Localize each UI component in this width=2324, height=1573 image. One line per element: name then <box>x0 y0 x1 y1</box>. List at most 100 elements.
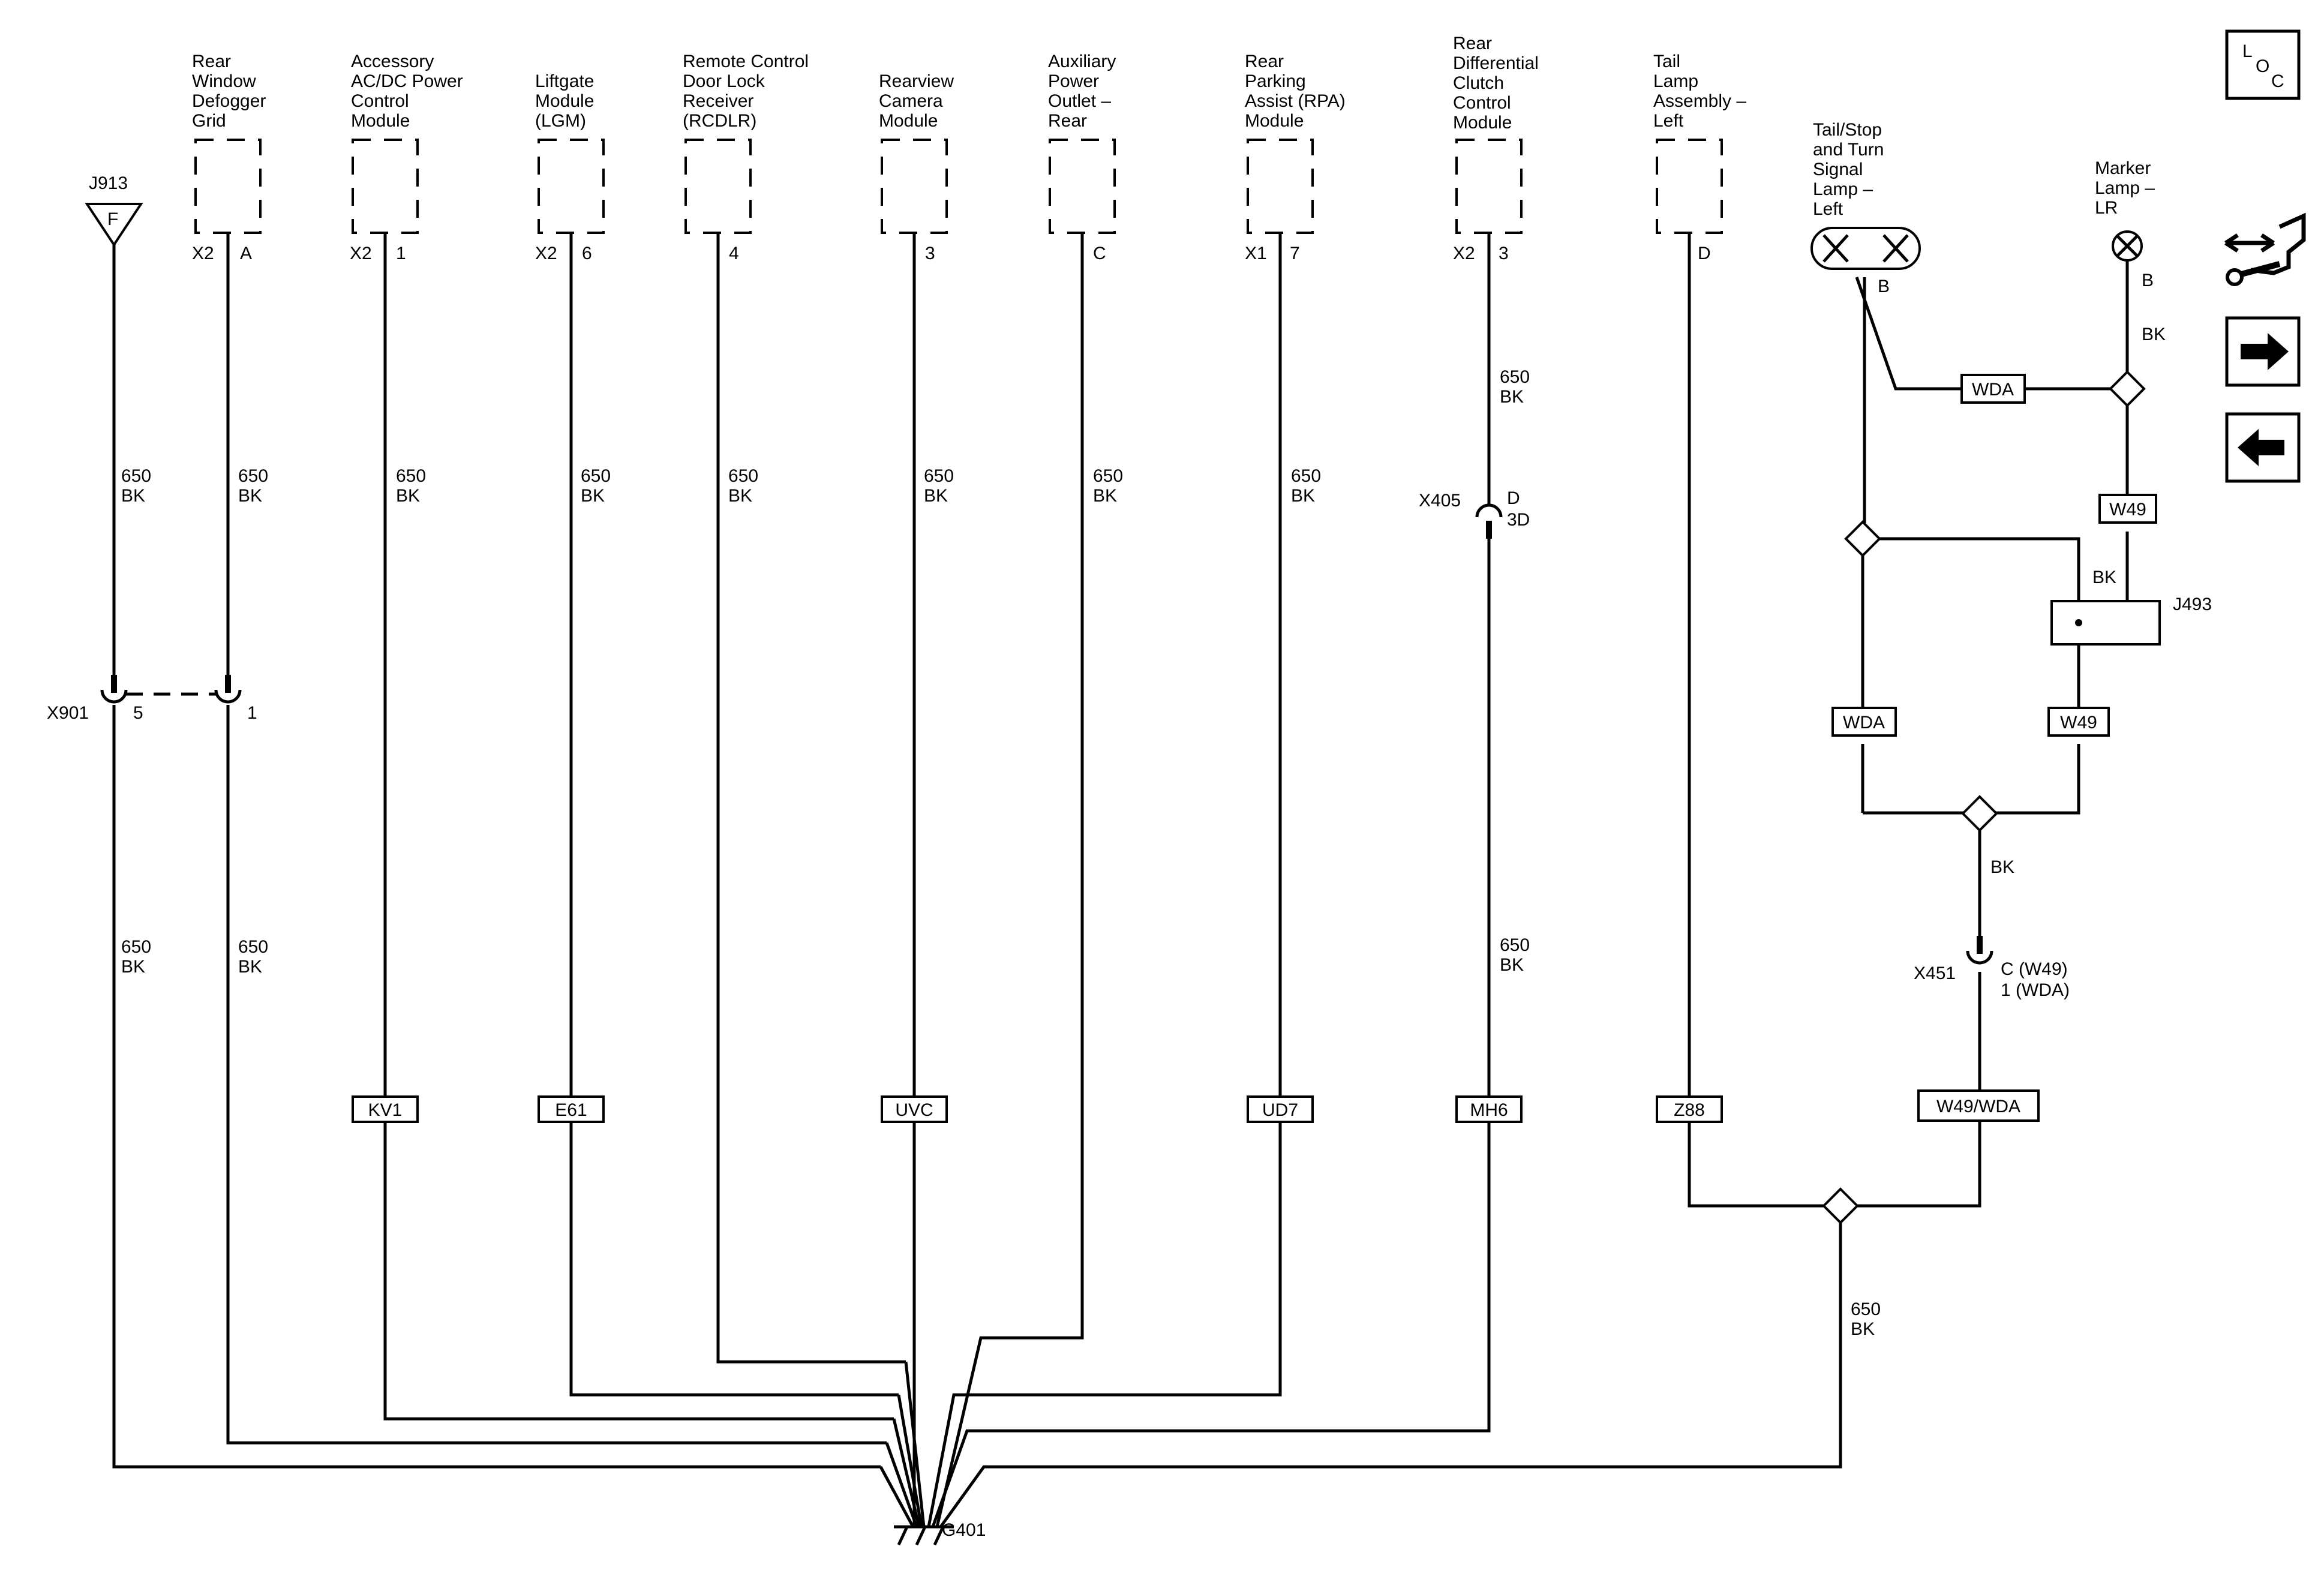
pin-label: 3D <box>1507 510 1530 530</box>
loc-letter: O <box>2256 56 2269 76</box>
component-label-line: Lamp <box>1653 71 1698 91</box>
wires <box>112 233 2129 1528</box>
wire <box>1688 1122 1824 1208</box>
wire-color-label: BK <box>581 486 605 506</box>
pin-label: 1 (WDA) <box>2001 980 2070 1000</box>
arrow-right-icon <box>2241 333 2289 370</box>
component-liftgate-module[interactable]: Liftgate Module (LGM) X2 6 <box>535 71 605 263</box>
component-label-line: Accessory <box>351 52 434 71</box>
component-label-line: Rearview <box>879 71 954 91</box>
component-tail-lamp-assembly[interactable]: Tail Lamp Assembly – Left D <box>1653 52 1746 263</box>
pin-label: 4 <box>729 244 739 263</box>
pin-label: A <box>240 244 252 263</box>
lamp-label-line: Marker <box>2095 158 2151 178</box>
lamp-label-line: Lamp – <box>1813 179 1873 199</box>
wire-circuit-label: 650 <box>581 466 611 486</box>
wire <box>885 1442 918 1527</box>
lamp-label-line: LR <box>2095 198 2118 218</box>
wire-circuit-label: 650 <box>924 466 954 486</box>
lamp-label-line: Left <box>1813 199 1843 219</box>
wire <box>716 233 906 1364</box>
component-label-line: Module <box>1453 113 1512 133</box>
connector-swap-icon[interactable] <box>2224 212 2306 286</box>
wire-color-label: BK <box>1500 955 1524 975</box>
option-box <box>1917 1089 2040 1122</box>
component-rearview-camera[interactable]: Rearview Camera Module 3 <box>879 71 954 263</box>
component-accessory-power-module[interactable]: Accessory AC/DC Power Control Module X2 … <box>350 52 463 263</box>
wire-circuit-label: 650 <box>396 466 426 486</box>
wire-circuit-label: 650 <box>1500 935 1530 955</box>
wire-color-label: BK <box>728 486 752 506</box>
next-page-button[interactable] <box>2225 316 2301 387</box>
lamp-tail-stop-turn-left[interactable]: Tail/Stop and Turn Signal Lamp – Left B <box>1810 120 1921 296</box>
wire-color-label: BK <box>924 486 948 506</box>
component-label-line: Module <box>535 91 594 111</box>
wire-color-label: BK <box>238 486 262 506</box>
component-label-line: Control <box>351 91 409 111</box>
option-box <box>538 1095 605 1123</box>
component-rear-window-defogger[interactable]: Rear Window Defogger Grid X2 A <box>192 52 266 263</box>
connector-x901[interactable]: X901 5 1 <box>47 675 257 723</box>
splice-dot <box>2075 619 2082 626</box>
pin-label: C <box>1093 244 1106 263</box>
wire-circuit-label: 650 <box>1291 466 1321 486</box>
component-label-line: (LGM) <box>535 111 586 131</box>
pin-male <box>111 675 117 693</box>
component-box <box>881 139 948 234</box>
connector-x451[interactable]: X451 C (W49) 1 (WDA) <box>1914 936 2070 1000</box>
wire-color-label: BK <box>1291 486 1315 506</box>
splice-j493[interactable]: J493 <box>2050 595 2212 646</box>
wire <box>1857 1121 1981 1208</box>
component-label-line: Module <box>1245 111 1304 131</box>
dual-filament-bulb-icon <box>1810 227 1921 270</box>
wire-color-label: BK <box>396 486 420 506</box>
component-label-line: Door Lock <box>683 71 765 91</box>
option-code: WDA <box>1843 713 1885 733</box>
splice-j913[interactable]: J913 F <box>85 173 143 247</box>
pin-female <box>100 689 128 704</box>
pin-female <box>214 689 242 704</box>
wire <box>1878 537 2080 624</box>
component-aux-power-outlet[interactable]: Auxiliary Power Outlet – Rear C <box>1048 52 1116 263</box>
component-label-line: Auxiliary <box>1048 52 1116 71</box>
option-tags: WDA W49 WDA W49 BK BK <box>1831 374 2157 877</box>
wire-color-label: BK <box>121 957 145 977</box>
wire <box>897 1394 923 1527</box>
pin-label: B <box>1878 277 1890 296</box>
splices <box>1822 370 2146 1224</box>
component-label-line: Assist (RPA) <box>1245 91 1346 111</box>
splice-diamond <box>1961 795 1998 832</box>
ground-id: G401 <box>942 1520 986 1540</box>
component-box <box>1049 139 1116 234</box>
component-rcdlr[interactable]: Remote Control Door Lock Receiver (RCDLR… <box>683 52 809 263</box>
lamp-label-line: Signal <box>1813 160 1863 179</box>
connector-id: X901 <box>47 703 89 723</box>
loc-letter: L <box>2242 41 2253 61</box>
wire <box>879 1466 915 1528</box>
pin-label: B <box>2142 271 2154 290</box>
component-label-line: Outlet – <box>1048 91 1111 111</box>
pin-male <box>1977 936 1983 954</box>
ground-g401[interactable]: G401 <box>894 1520 986 1546</box>
option-box <box>1656 1095 1723 1123</box>
splice-id: J913 <box>89 173 128 193</box>
component-box <box>538 139 605 234</box>
wire <box>1855 277 1962 391</box>
loc-button[interactable]: L O C <box>2225 29 2301 100</box>
connector-x405[interactable]: X405 D 3D <box>1419 488 1530 539</box>
previous-page-button[interactable] <box>2225 412 2301 483</box>
pin-female <box>1475 503 1503 518</box>
lamp-marker-lr[interactable]: Marker Lamp – LR B BK <box>2095 158 2166 344</box>
wire <box>939 1218 1842 1528</box>
connector-label: X1 <box>1245 244 1267 263</box>
component-rear-diff-clutch-module[interactable]: Rear Differential Clutch Control Module … <box>1453 34 1539 263</box>
option-code: W49 <box>2060 713 2097 733</box>
pin-label: 1 <box>247 703 257 723</box>
component-label-line: Left <box>1653 111 1684 131</box>
option-code: MH6 <box>1470 1100 1508 1120</box>
wire-circuit-label: 650 <box>121 466 151 486</box>
component-rpa-module[interactable]: Rear Parking Assist (RPA) Module X1 7 <box>1245 52 1346 263</box>
wire <box>935 233 1084 1527</box>
pin-label: D <box>1507 488 1520 508</box>
